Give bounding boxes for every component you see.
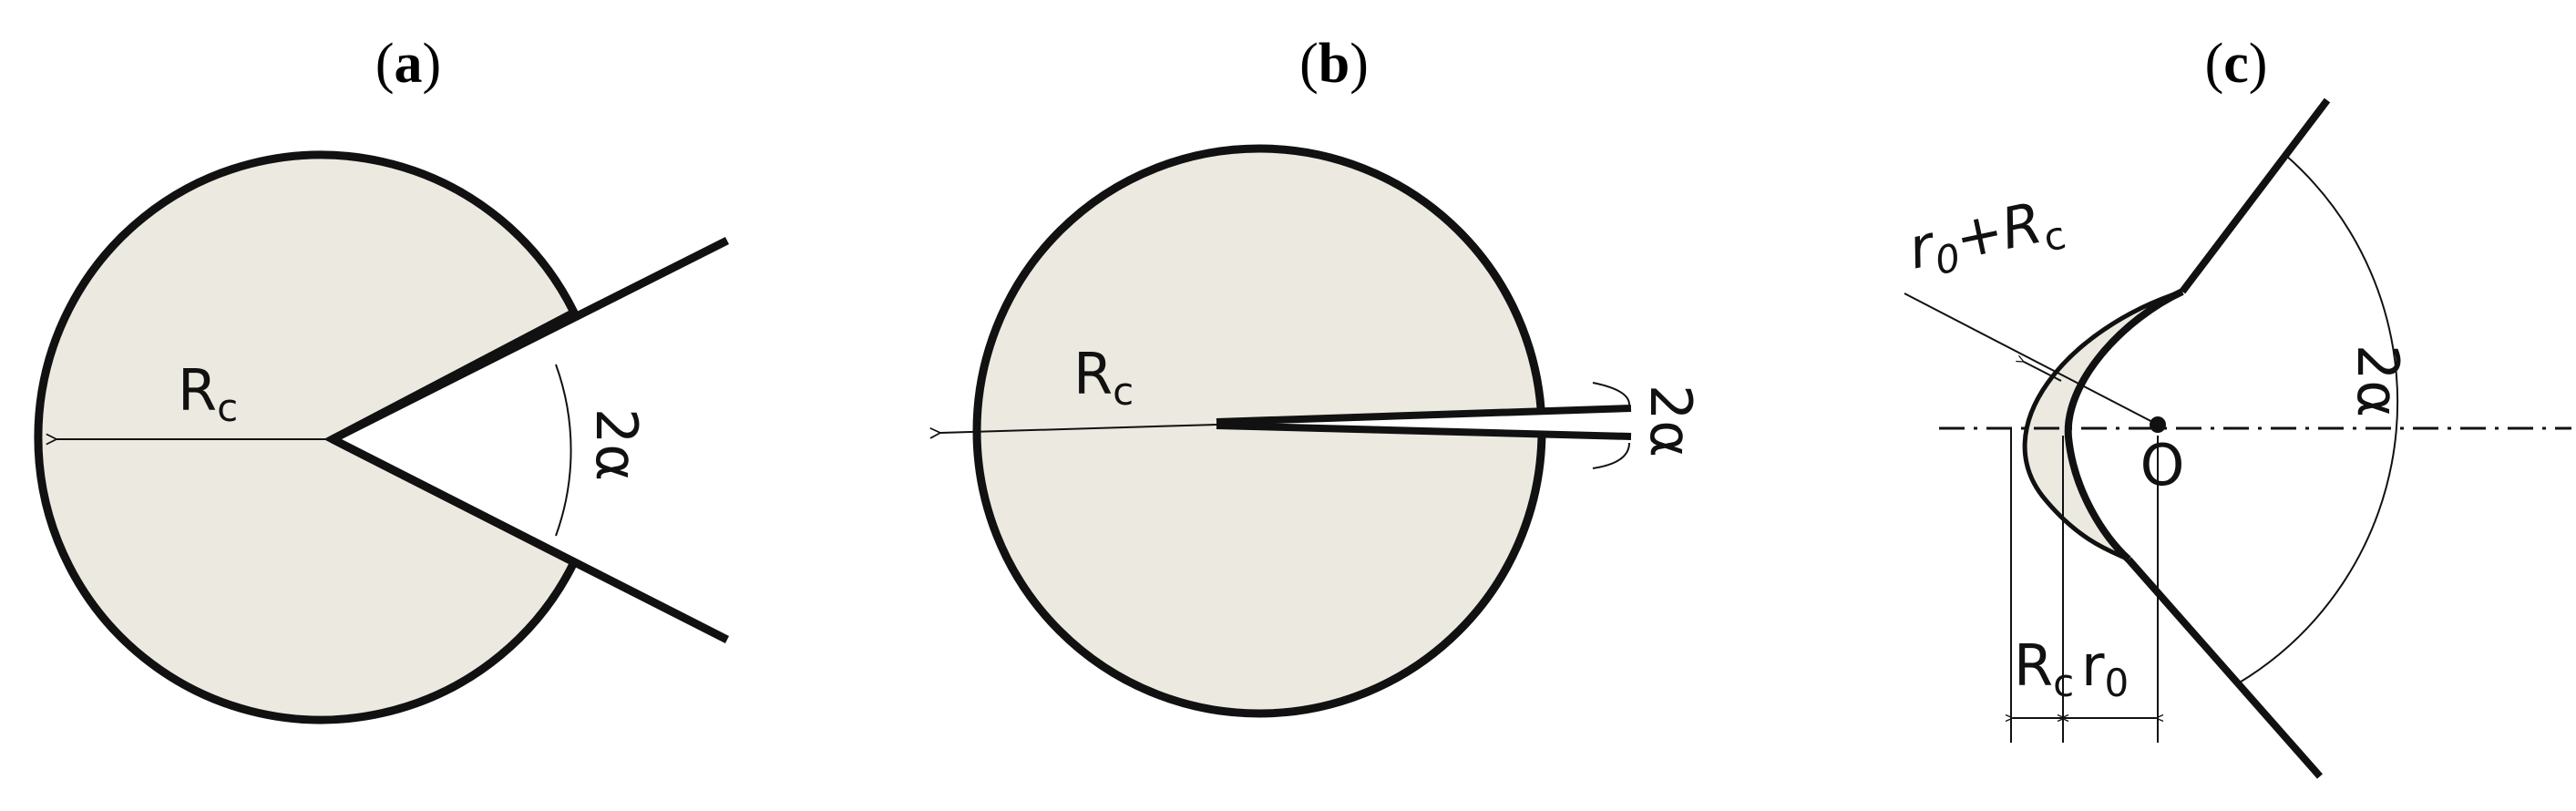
radius-arrow: [940, 424, 1217, 433]
sum-radius-label: r0+Rc: [1903, 185, 2069, 289]
angle-label: 2α: [583, 408, 650, 481]
notch-upper-edge: [2179, 98, 2331, 294]
radius-label: Rc: [1073, 341, 1134, 414]
angle-arc: [2237, 154, 2399, 684]
notch-lower-edge: [2126, 557, 2323, 779]
sum-radius-pointer: [2024, 362, 2062, 382]
angle-arc-lower: [1592, 442, 1630, 469]
angle-arc-upper: [1592, 382, 1630, 406]
circle-with-wedge: [34, 150, 580, 724]
crescent-region: [2025, 292, 2182, 559]
crack-upper-edge: [1216, 405, 1632, 426]
panel-a-label: (a): [375, 33, 441, 95]
panel-a: (a) Rc 2α: [34, 33, 730, 724]
radius-label: Rc: [178, 357, 238, 430]
sum-radius-arrow: [1904, 293, 2159, 426]
angle-label: 2α: [1637, 385, 1704, 457]
panel-b: (b) Rc 2α: [940, 33, 1704, 718]
dimension-r0-label: r0: [2081, 632, 2129, 705]
panel-c-label: (c): [2205, 33, 2268, 95]
panel-b-label: (b): [1299, 33, 1369, 95]
wedge-lower-edge: [330, 435, 730, 644]
wedge-upper-edge: [330, 236, 730, 444]
angle-arc: [555, 364, 572, 537]
notch-tip-curve: [2064, 288, 2184, 562]
dimension-rc-label: Rc: [2014, 632, 2074, 705]
outer-arc: [2022, 289, 2183, 562]
origin-label: O: [2140, 432, 2185, 498]
panel-c: (c) O r0+Rc 2α Rc r0: [1903, 33, 2571, 779]
angle-label: 2α: [2345, 344, 2411, 417]
crack-lower-edge: [1216, 422, 1632, 440]
